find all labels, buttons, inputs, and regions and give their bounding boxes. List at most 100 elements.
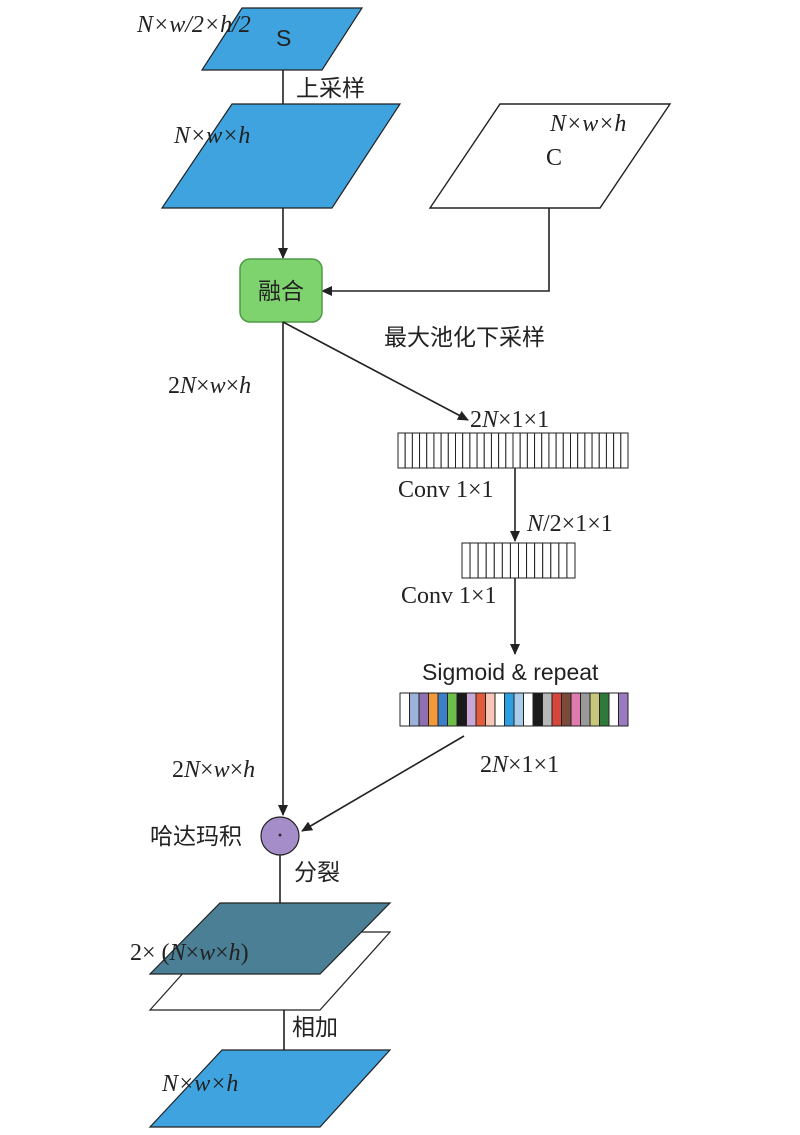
- vector-cell: [462, 432, 471, 469]
- conv1-label: Conv 1×1: [398, 477, 494, 503]
- vector-cell: [469, 542, 479, 579]
- vector-cell: [618, 692, 629, 727]
- vector-cell: [548, 432, 557, 469]
- reduced-vector: [461, 542, 576, 579]
- hadamard-symbol: ·: [276, 823, 284, 849]
- hadamard-input-dims: 2N×w×h: [172, 757, 255, 783]
- vector-cell: [513, 692, 524, 727]
- hadamard-label: 哈达玛积: [150, 824, 242, 850]
- vector-cell: [532, 692, 543, 727]
- upsampled-feature-map: N×w×h: [160, 103, 402, 209]
- vector-cell: [558, 542, 568, 579]
- vector-cell: [498, 432, 507, 469]
- vector-cell: [598, 432, 607, 469]
- vector-cell: [490, 432, 500, 469]
- upsampled-map-dims: N×w×h: [173, 123, 250, 149]
- upsample-label: 上采样: [296, 76, 365, 102]
- sigmoid-vector-dims: 2N×1×1: [480, 752, 559, 778]
- fusion-box: 融合: [239, 258, 323, 323]
- s-map-name: S: [276, 25, 291, 51]
- c-to-fusion-arrow: [321, 208, 550, 296]
- vector-cell: [475, 692, 486, 727]
- vector-cell: [397, 432, 406, 469]
- vector-cell: [418, 692, 429, 727]
- vector-cell: [580, 692, 591, 727]
- vector-cell: [518, 542, 528, 579]
- s-map-dims: N×w/2×h/2: [136, 12, 251, 38]
- vector-cell: [477, 542, 487, 579]
- vector-cell: [483, 432, 492, 469]
- hadamard-product-node: ·: [260, 816, 300, 856]
- vector-cell: [476, 432, 485, 469]
- vector-cell: [493, 542, 503, 579]
- vector-cell: [542, 542, 552, 579]
- vector-cell: [550, 542, 560, 579]
- c-feature-map: N×w×h C: [428, 103, 672, 209]
- maxpool-label: 最大池化下采样: [384, 325, 545, 351]
- c-map-dims: N×w×h: [549, 111, 626, 137]
- vector-cell: [589, 692, 600, 727]
- split-label: 分裂: [294, 860, 340, 886]
- vector-cell: [613, 432, 622, 469]
- vector-cell: [561, 692, 572, 727]
- conv2-label: Conv 1×1: [401, 583, 497, 609]
- vector-cell: [466, 692, 477, 727]
- vector-cell: [485, 692, 496, 727]
- vector-cell: [411, 432, 421, 469]
- s-feature-map: N×w/2×h/2 S: [136, 7, 364, 71]
- vector-cell: [447, 692, 458, 727]
- vector-cell: [426, 432, 435, 469]
- vector-cell: [469, 432, 478, 469]
- vector-cell: [440, 432, 449, 469]
- split-feature-maps: 2× (N×w×h): [130, 902, 392, 1011]
- vector-cell: [605, 432, 615, 469]
- vector-cell: [577, 432, 586, 469]
- vector-cell: [456, 692, 467, 727]
- pooled-vector: [397, 432, 629, 469]
- vector-cell: [512, 432, 521, 469]
- vector-cell: [591, 432, 600, 469]
- vector-cell: [523, 692, 534, 727]
- vector-cell: [620, 432, 629, 469]
- vector-cell: [566, 542, 576, 579]
- vector-cell: [437, 692, 448, 727]
- vector-cell: [505, 432, 514, 469]
- output-map-dims: N×w×h: [161, 1071, 238, 1097]
- vector-cell: [447, 432, 456, 469]
- reduced-vector-dims: N/2×1×1: [526, 511, 613, 537]
- fusion-label: 融合: [258, 279, 304, 305]
- vector-cell: [541, 432, 550, 469]
- pooled-vector-dims: 2N×1×1: [470, 407, 549, 433]
- add-label: 相加: [292, 1015, 338, 1041]
- sigmoid-to-hadamard-arrow: [301, 735, 465, 832]
- vector-cell: [570, 432, 579, 469]
- vector-cell: [428, 692, 439, 727]
- maxpool-arrow: [282, 321, 469, 421]
- vector-cell: [461, 542, 471, 579]
- vector-cell: [399, 692, 410, 727]
- output-feature-map: N×w×h: [148, 1049, 392, 1128]
- vector-cell: [504, 692, 515, 727]
- vector-cell: [534, 432, 543, 469]
- vector-cell: [419, 432, 428, 469]
- vector-cell: [404, 432, 413, 469]
- fusion-dims-label: 2N×w×h: [168, 373, 251, 399]
- sigmoid-title: Sigmoid & repeat: [422, 659, 599, 685]
- vector-cell: [519, 432, 528, 469]
- vector-cell: [501, 542, 511, 579]
- vector-cell: [599, 692, 610, 727]
- vector-cell: [555, 432, 564, 469]
- vector-cell: [608, 692, 619, 727]
- vector-cell: [409, 692, 420, 727]
- vector-cell: [526, 542, 536, 579]
- vector-cell: [570, 692, 581, 727]
- vector-cell: [485, 542, 495, 579]
- vector-cell: [494, 692, 505, 727]
- vector-cell: [509, 542, 519, 579]
- vector-cell: [542, 692, 553, 727]
- vector-cell: [562, 432, 571, 469]
- vector-cell: [455, 432, 464, 469]
- sigmoid-vector: [399, 692, 629, 727]
- vector-cell: [433, 432, 442, 469]
- c-map-name: C: [546, 145, 562, 171]
